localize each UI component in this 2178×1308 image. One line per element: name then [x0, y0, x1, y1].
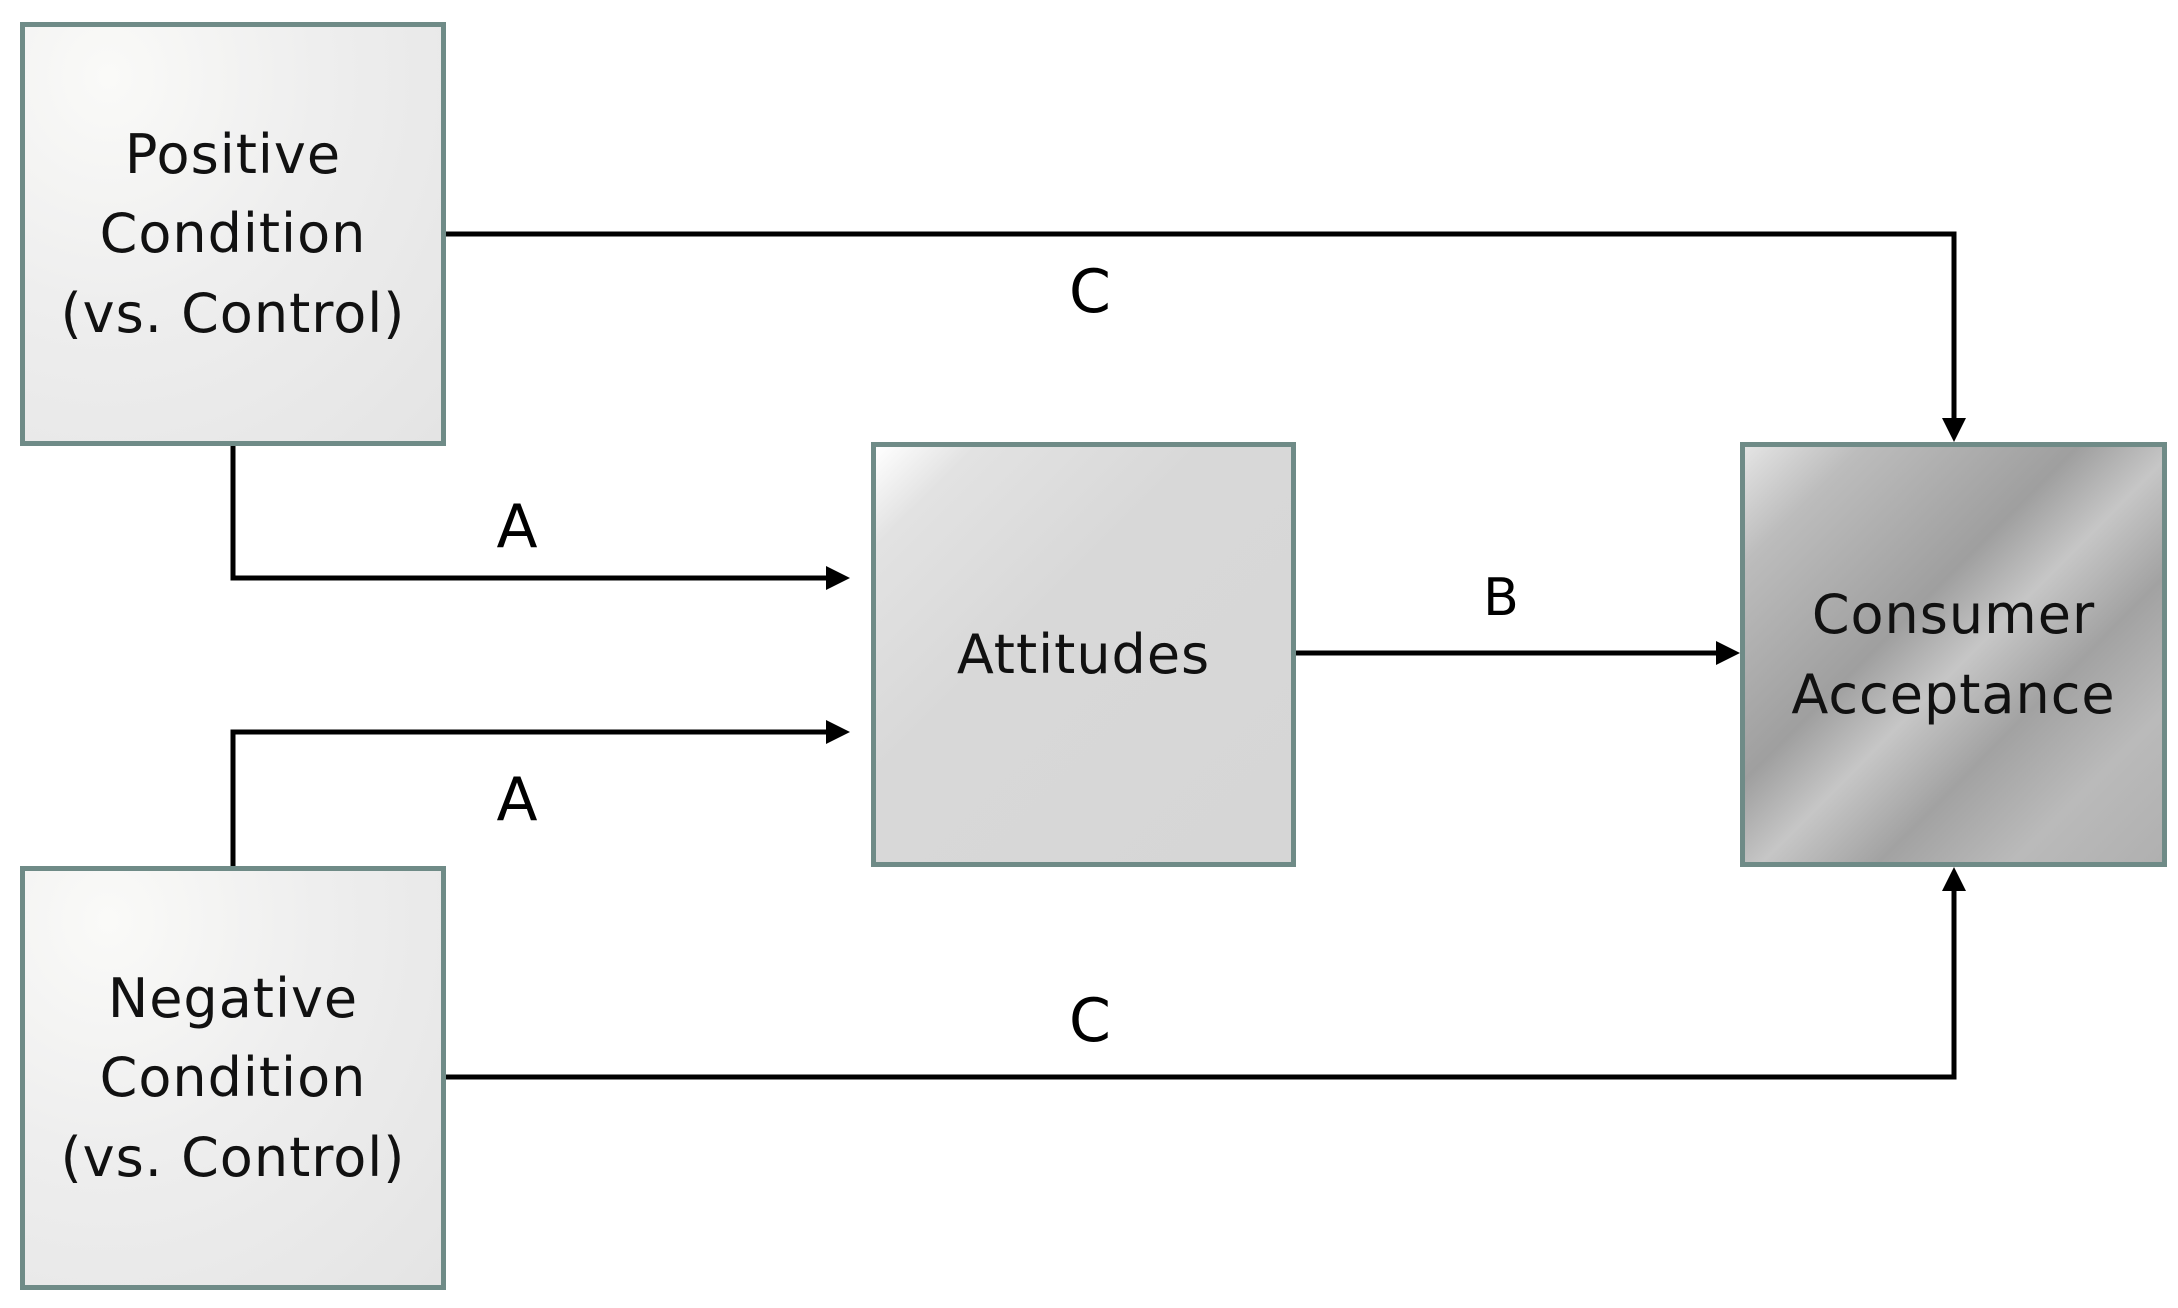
- arrow-a-top: [230, 446, 826, 581]
- negative-condition-node: Negative Condition (vs. Control): [20, 866, 446, 1290]
- positive-condition-label: Positive Condition (vs. Control): [60, 122, 406, 345]
- arrowhead-c-top: [1942, 418, 1966, 442]
- arrowhead-c-bottom: [1942, 867, 1966, 891]
- arrow-c-bottom: [446, 891, 1957, 1080]
- arrow-a-bottom: [230, 729, 826, 866]
- arrowhead-a-bottom: [826, 720, 850, 744]
- edge-label-b: B: [1483, 568, 1519, 628]
- arrowhead-a-top: [826, 566, 850, 590]
- edge-label-c-bottom: C: [1069, 986, 1111, 1056]
- arrowhead-b: [1716, 641, 1740, 665]
- edge-label-a-bottom: A: [496, 765, 538, 835]
- arrow-c-top: [446, 231, 1957, 418]
- attitudes-label: Attitudes: [956, 622, 1211, 686]
- consumer-acceptance-label: Consumer Acceptance: [1791, 583, 2116, 726]
- attitudes-node: Attitudes: [871, 442, 1296, 867]
- negative-condition-label: Negative Condition (vs. Control): [60, 966, 406, 1189]
- edge-label-a-top: A: [496, 492, 538, 562]
- consumer-acceptance-node: Consumer Acceptance: [1740, 442, 2167, 867]
- positive-condition-node: Positive Condition (vs. Control): [20, 22, 446, 446]
- edge-label-c-top: C: [1069, 257, 1111, 327]
